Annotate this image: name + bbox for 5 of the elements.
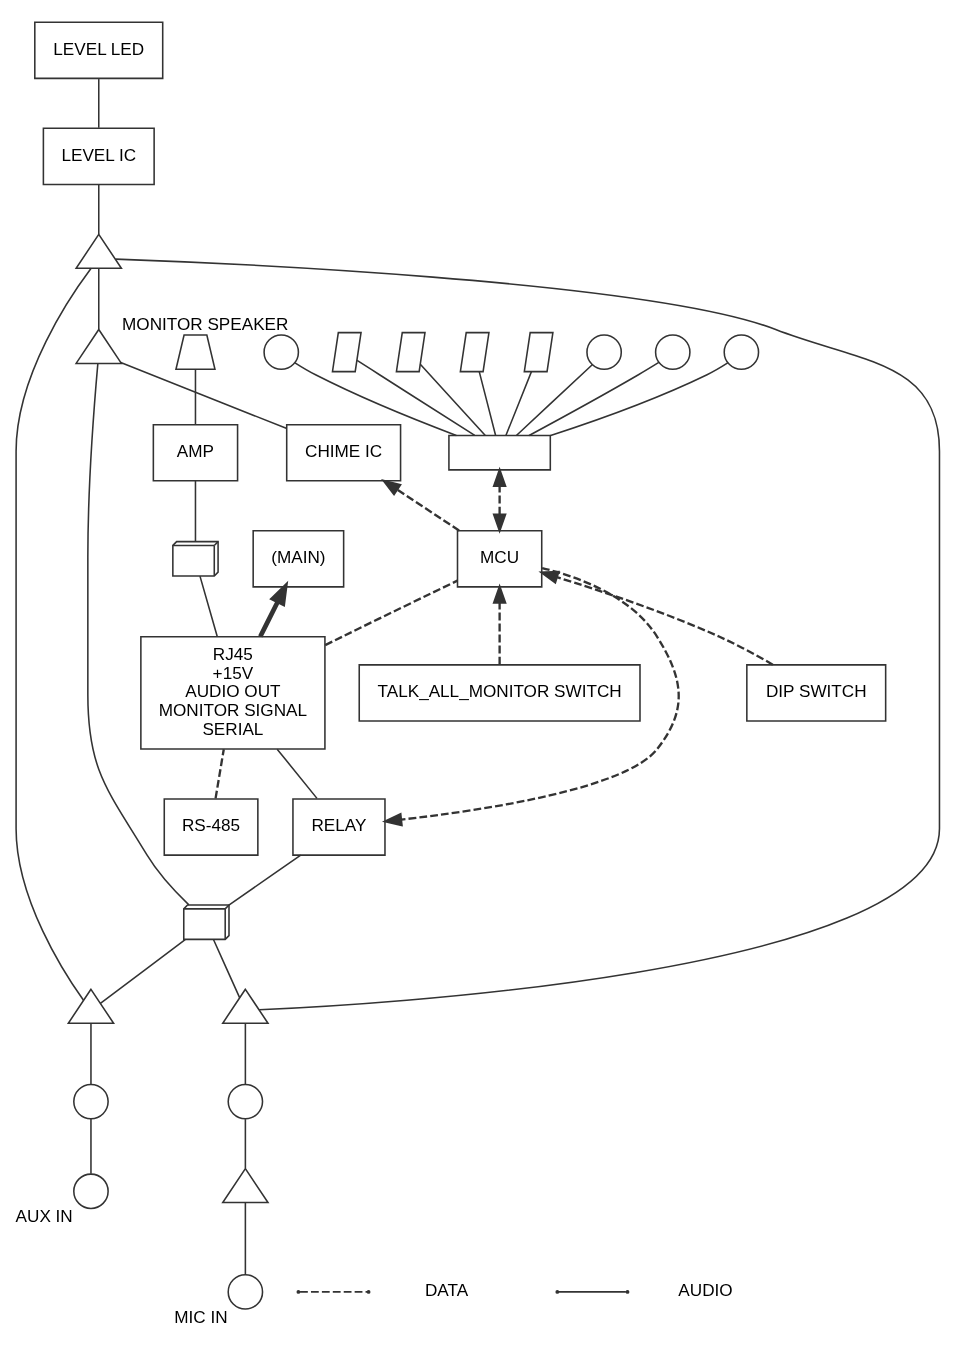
legend-label: AUDIO bbox=[678, 1280, 733, 1301]
node-label: AUX IN bbox=[15, 1206, 73, 1227]
node-label: MONITOR SPEAKER bbox=[122, 313, 289, 334]
legend-label: DATA bbox=[425, 1280, 469, 1301]
node-label: MIC IN bbox=[174, 1306, 228, 1327]
